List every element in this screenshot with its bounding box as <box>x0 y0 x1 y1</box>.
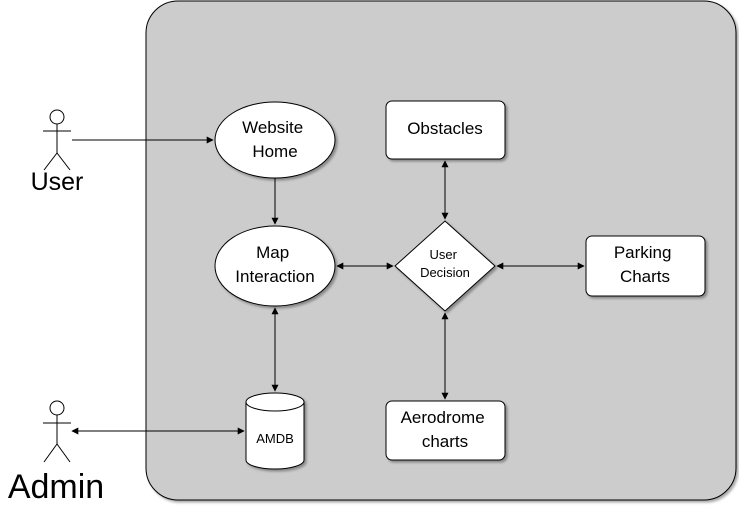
node-map-interaction-line1: Map <box>256 243 289 262</box>
actor-admin-label: Admin <box>8 468 104 506</box>
actor-admin[interactable]: Admin <box>8 400 104 506</box>
node-website-home-line2: Home <box>252 142 297 161</box>
svg-text:Parking Charts: Parking Charts <box>614 243 676 286</box>
svg-text:Aerodrome charts: Aerodrome charts <box>401 408 490 451</box>
admin-stick-figure-icon <box>43 400 71 463</box>
node-obstacles[interactable]: Obstacles <box>385 100 506 160</box>
svg-text:Map Interaction: Map Interaction <box>235 243 314 286</box>
svg-text:User Decision: User Decision <box>420 247 470 280</box>
actor-user[interactable]: User <box>31 109 84 196</box>
user-stick-figure-icon <box>43 109 71 171</box>
node-website-home[interactable]: Website Home <box>214 101 336 179</box>
node-obstacles-label: Obstacles <box>407 119 483 138</box>
svg-text:AMDB: AMDB <box>256 431 294 446</box>
node-user-decision[interactable]: User Decision <box>394 220 496 312</box>
svg-text:Obstacles: Obstacles <box>407 119 483 138</box>
node-amdb-database[interactable]: AMDB <box>245 392 305 470</box>
node-aerodrome-charts-line2: charts <box>422 432 468 451</box>
node-parking-charts-line1: Parking <box>614 243 672 262</box>
connectors <box>71 136 585 435</box>
node-aerodrome-charts-line1: Aerodrome <box>401 408 485 427</box>
node-parking-charts[interactable]: Parking Charts <box>585 235 706 297</box>
svg-text:Website Home: Website Home <box>242 118 308 161</box>
node-website-home-line1: Website <box>242 118 303 137</box>
node-user-decision-line1: User <box>429 247 457 262</box>
node-map-interaction-line2: Interaction <box>235 267 314 286</box>
node-map-interaction[interactable]: Map Interaction <box>214 225 336 307</box>
node-aerodrome-charts[interactable]: Aerodrome charts <box>385 400 506 461</box>
node-user-decision-line2: Decision <box>420 265 470 280</box>
node-amdb-label: AMDB <box>256 431 294 446</box>
node-parking-charts-line2: Charts <box>620 267 670 286</box>
actor-user-label: User <box>31 168 84 196</box>
